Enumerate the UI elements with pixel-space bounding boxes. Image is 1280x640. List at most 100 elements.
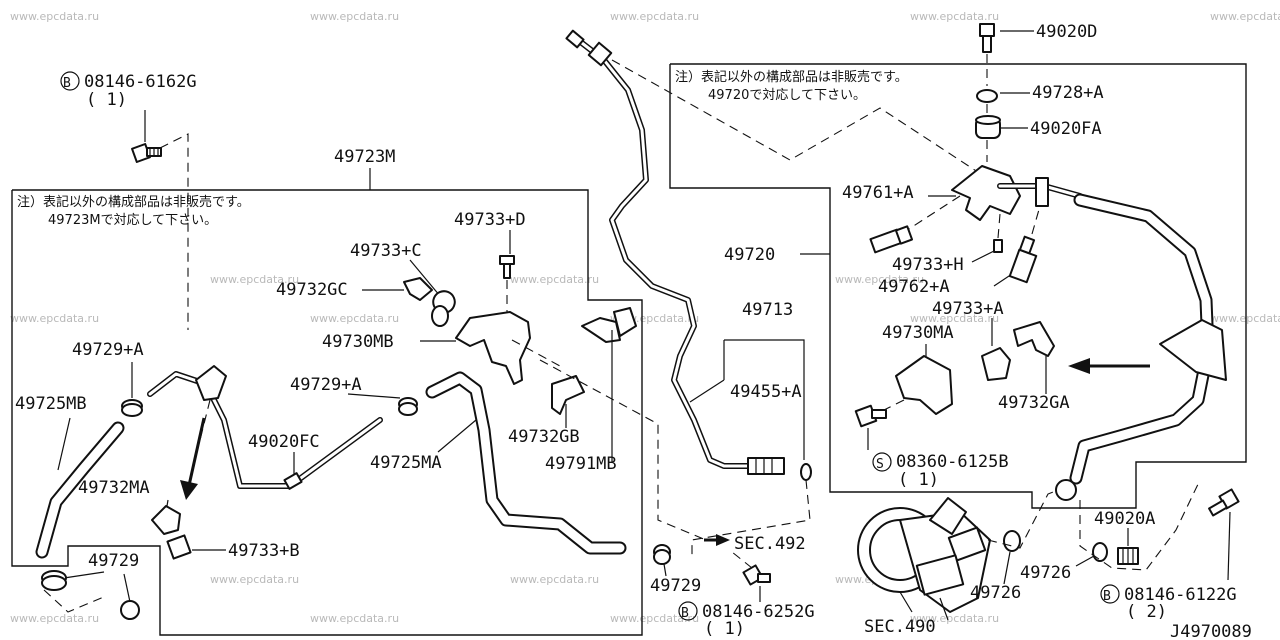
label-49791mb: 49791MB [545,454,617,474]
clamp-icon [41,570,67,591]
label-49732gb: 49732GB [508,427,580,447]
label-08146-6122g: 08146-6122G [1124,585,1237,605]
power-steering-pump-icon [857,497,991,621]
hose-end-icon [1055,479,1077,501]
clip-49732gb-icon [551,375,585,415]
reference-point-icon [120,600,140,620]
left-assembly-frame [11,189,643,636]
label-qty: ( 1) [704,619,745,639]
arrow-head [716,534,730,546]
watermark: www.epcdata.ru [510,273,599,286]
label-49020d: 49020D [1036,22,1097,42]
clip-49732gc-icon [403,277,456,327]
bolt-symbol: S [876,457,884,472]
label-qty: ( 1) [898,470,939,490]
arrow-head [180,480,198,500]
label-49762a: 49762+A [878,277,950,297]
watermark: www.epcdata.ru [10,312,99,325]
label-49732gc: 49732GC [276,280,348,300]
watermark: www.epcdata.ru [210,573,299,586]
label-49729-left: 49729 [88,551,139,571]
circled-s-icon [872,452,892,472]
watermark: www.epcdata.ru [910,312,999,325]
clamp-icon [121,399,143,417]
bolt-icon [854,404,887,428]
switch-49762a-icon [1008,235,1038,284]
bolt-49733h-icon [993,239,1003,253]
o-ring-49726-icon [1092,542,1108,562]
label-qty: ( 1) [86,90,127,110]
watermark: www.epcdata.ru [610,612,699,625]
circled-b-icon [678,601,698,621]
grommet-49733a-icon [981,347,1011,381]
label-49733a: 49733+A [932,299,1004,319]
clip-49732ga-icon [1013,321,1055,357]
bolt-icon [1208,488,1240,517]
drawing-number: J4970089 [1170,622,1252,640]
label-49729-mid: 49729 [650,576,701,596]
label-49713: 49713 [742,300,793,320]
o-ring-49726-icon [1003,530,1021,552]
label-08146-6252g: 08146-6252G [702,602,815,622]
circled-b-icon [60,71,80,91]
label-49732ga: 49732GA [998,393,1070,413]
bolt-symbol: B [681,606,689,621]
label-49723m: 49723M [334,147,395,167]
bolt-49020a-icon [1117,547,1139,565]
watermark: www.epcdata.ru [910,612,999,625]
tube-fitting-icon [565,29,785,475]
bolt-49020d-icon [979,23,995,53]
label-49729a-mid: 49729+A [290,375,362,395]
label-49020fc: 49020FC [248,432,320,452]
bracket-49730mb-icon [455,311,531,385]
sensor-49791mb-icon [581,307,637,343]
label-49761a: 49761+A [842,183,914,203]
grommet-49733b-icon [166,534,192,560]
watermark-layer: www.epcdata.ru www.epcdata.ru www.epcdat… [10,10,1280,625]
label-49455a: 49455+A [730,382,802,402]
right-assembly-frame [669,63,1247,509]
label-49020fa: 49020FA [1030,119,1102,139]
label-49728a: 49728+A [1032,83,1104,103]
bolt-49733d-icon [499,255,515,279]
label-08146-6162g: 08146-6162G [84,72,197,92]
watermark: www.epcdata.ru [210,273,299,286]
bolt-08146-6162g-callout: B 08146-6162G ( 1) [60,71,197,142]
arrow-icon [186,417,206,491]
watermark: www.epcdata.ru [10,10,99,23]
label-qty: ( 2) [1126,602,1167,622]
label-49725ma: 49725MA [370,453,442,473]
left-note-line1: 注）表記以外の構成部品は非販売です。 [17,194,250,210]
watermark: www.epcdata.ru [10,612,99,625]
right-note-line1: 注）表記以外の構成部品は非販売です。 [675,69,908,85]
bracket-49732gb-icon [195,365,227,401]
label-49733h: 49733+H [892,255,964,275]
label-49730ma: 49730MA [882,323,954,343]
watermark: www.epcdata.ru [610,10,699,23]
label-08360-6125b: 08360-6125B [896,452,1009,472]
label-49729a-left: 49729+A [72,340,144,360]
label-49730mb: 49730MB [322,332,394,352]
watermark: www.epcdata.ru [310,612,399,625]
watermark: www.epcdata.ru [510,573,599,586]
label-49726-b: 49726 [1020,563,1071,583]
label-49720: 49720 [724,245,775,265]
label-49733d: 49733+D [454,210,526,230]
watermark: www.epcdata.ru [310,10,399,23]
clip-49732ma-icon [151,505,181,535]
watermark: www.epcdata.ru [835,273,924,286]
label-49733b: 49733+B [228,541,300,561]
arrow-head [1068,358,1090,374]
insulator-49020fa-icon [975,115,1001,139]
bracket-49730ma-icon [895,355,953,415]
label-49733c: 49733+C [350,241,422,261]
clamp-icon [653,544,671,565]
label-49732ma: 49732MA [78,478,150,498]
bolt-symbol: B [1103,589,1111,604]
bracket-49720-icon [951,165,1021,221]
bolt-icon [742,564,771,586]
washer-49728a-icon [976,89,998,103]
bolt-icon [131,143,162,163]
label-49725mb: 49725MB [15,394,87,414]
